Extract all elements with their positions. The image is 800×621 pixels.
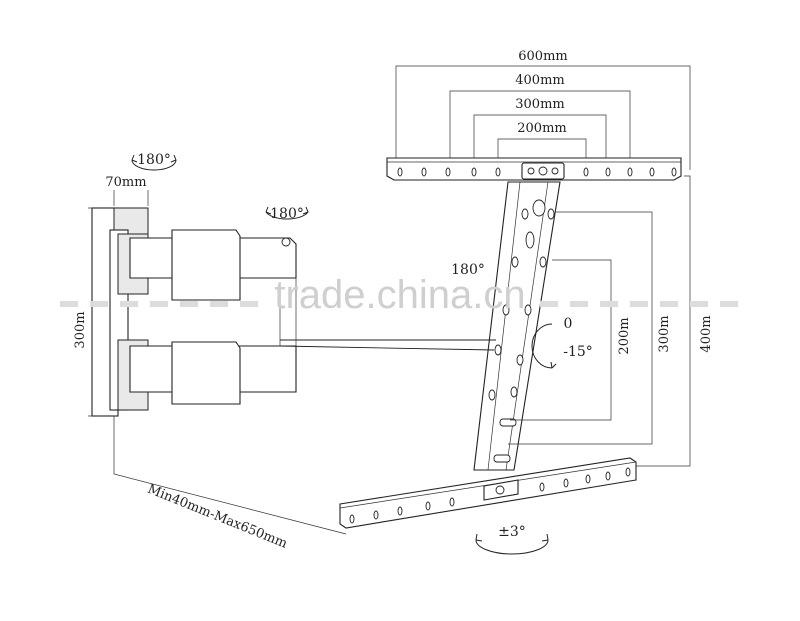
swivel-bracket-label: 180° xyxy=(451,262,485,278)
height-dimension-lines xyxy=(508,175,691,467)
plate-width-label: 70mm xyxy=(105,175,146,190)
bottom-rail xyxy=(339,457,637,529)
vertical-bracket xyxy=(473,181,561,471)
plate-dimension-lines xyxy=(88,190,347,535)
bottom-rail-holes xyxy=(349,467,631,524)
rotation-arrow-top xyxy=(131,154,177,171)
height-200-label: 200m xyxy=(617,317,632,354)
height-400-label: 400m xyxy=(699,315,714,352)
tilt-zero-label: 0 xyxy=(564,316,573,332)
swing-arms xyxy=(129,229,496,405)
tilt-min-label: -15° xyxy=(563,344,593,360)
height-300-label: 300m xyxy=(657,315,672,352)
watermark-text: trade.china.cn xyxy=(274,273,525,317)
width-200-label: 200mm xyxy=(517,121,566,136)
top-rail xyxy=(386,157,682,181)
width-400-label: 400mm xyxy=(515,73,564,88)
swivel-arm-label: 180° xyxy=(270,206,304,222)
level-arrow xyxy=(475,533,549,555)
width-600-label: 600mm xyxy=(518,49,567,64)
width-dimension-lines xyxy=(395,65,691,170)
swivel-top-label: 180° xyxy=(137,152,171,168)
watermark: trade.china.cn xyxy=(60,273,740,317)
level-adjust-label: ±3° xyxy=(498,524,526,540)
rotation-arrow-arm xyxy=(265,206,309,220)
plate-height-label: 300m xyxy=(73,311,88,348)
top-rail-holes xyxy=(397,167,677,177)
tilt-arrow xyxy=(531,323,557,369)
width-300-label: 300mm xyxy=(515,97,564,112)
extension-label: Min40mm-Max650mm xyxy=(145,482,289,552)
